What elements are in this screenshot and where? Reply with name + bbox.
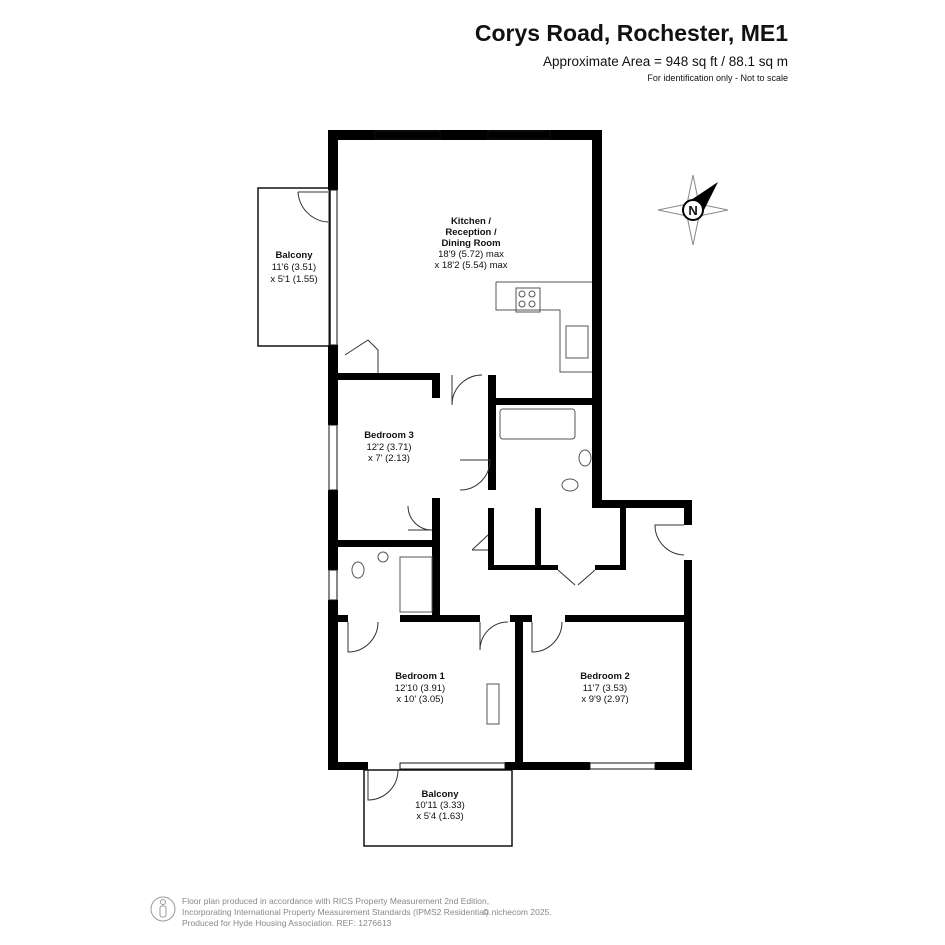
sink-icon	[565, 325, 589, 359]
bedroom1-dim-2: x 10' (3.05)	[396, 694, 443, 705]
bedroom2-dim-2: x 9'9 (2.97)	[581, 694, 628, 705]
ensuite-basin-icon	[377, 551, 389, 563]
hob-icon	[515, 287, 541, 313]
wardrobe-icon	[486, 683, 500, 725]
balconies	[257, 187, 513, 847]
footer-text: Floor plan produced in accordance with R…	[182, 896, 491, 929]
kitchen-label-2: Reception /	[445, 227, 497, 238]
scale-note: For identification only - Not to scale	[647, 73, 788, 83]
doors	[297, 191, 685, 801]
bedroom1-dim-1: 12'10 (3.91)	[395, 683, 445, 694]
balcony-bottom-dim-2: x 5'4 (1.63)	[416, 811, 463, 822]
balcony-top-dim-1: 11'6 (3.51)	[272, 262, 316, 273]
kitchen-label: Kitchen /	[451, 216, 491, 227]
balcony-top-dim-2: x 5'1 (1.55)	[270, 274, 317, 285]
balcony-bottom-outline	[363, 769, 513, 847]
footer-line-1: Floor plan produced in accordance with R…	[182, 896, 490, 906]
bedroom2-dim-1: 11'7 (3.53)	[583, 683, 627, 694]
compass-north-label: N	[688, 203, 697, 218]
info-icon	[150, 896, 176, 922]
windows	[328, 130, 656, 770]
bath-icon	[499, 408, 576, 440]
compass: N	[657, 174, 729, 246]
property-title: Corys Road, Rochester, ME1	[474, 20, 788, 46]
bedroom3-label: Bedroom 3	[364, 430, 414, 441]
balcony-bottom-label: Balcony	[422, 789, 460, 800]
bedroom1-label: Bedroom 1	[395, 671, 445, 682]
bedroom2-label: Bedroom 2	[580, 671, 630, 682]
ensuite-toilet-icon	[351, 561, 365, 579]
bedroom3-dim-2: x 7' (2.13)	[368, 453, 410, 464]
footer-line-3: Produced for Hyde Housing Association. R…	[182, 918, 392, 928]
copyright: © nichecom 2025.	[483, 907, 552, 917]
kitchen-label-3: Dining Room	[441, 238, 500, 249]
kitchen-dim-1: 18'9 (5.72) max	[438, 249, 504, 260]
balcony-bottom-dim-1: 10'11 (3.33)	[415, 800, 465, 811]
toilet-icon	[561, 478, 579, 492]
walls	[328, 130, 692, 770]
kitchen-dim-2: x 18'2 (5.54) max	[434, 260, 507, 271]
room-labels: Kitchen / Reception / Dining Room 18'9 (…	[270, 216, 629, 822]
footer-line-2: Incorporating International Property Mea…	[182, 907, 491, 917]
balcony-top-label: Balcony	[276, 250, 314, 261]
fixtures	[351, 281, 592, 725]
basin-icon	[578, 449, 592, 467]
bedroom3-dim-1: 12'2 (3.71)	[366, 442, 411, 453]
approximate-area: Approximate Area = 948 sq ft / 88.1 sq m	[542, 54, 788, 69]
balcony-top-outline	[257, 187, 331, 347]
shower-icon	[399, 556, 433, 613]
